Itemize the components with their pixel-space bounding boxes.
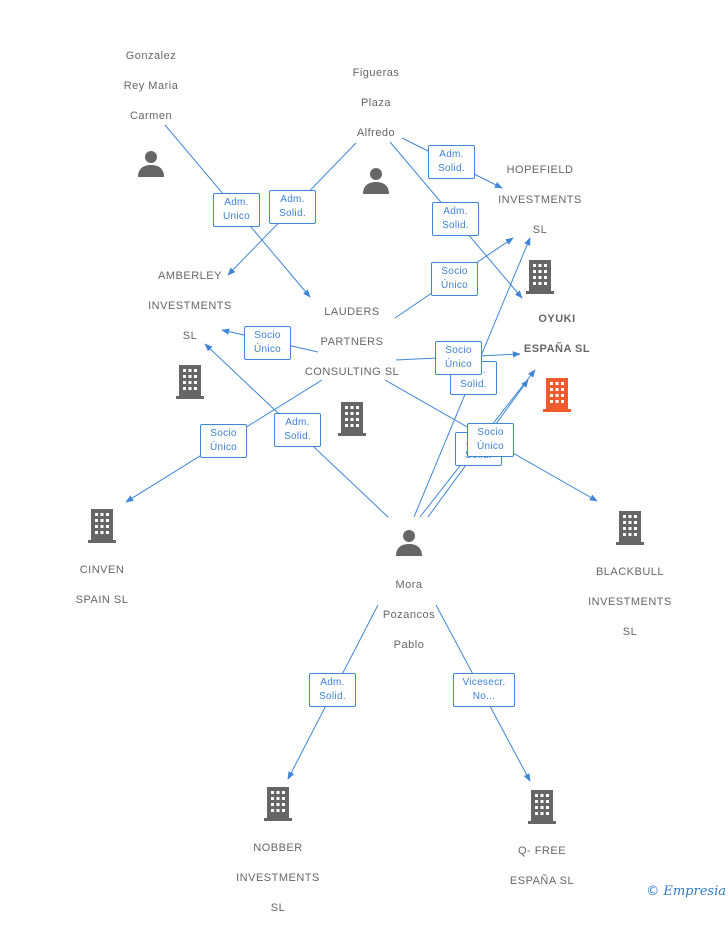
node-mora-label: Mora Pozancos Pablo: [382, 579, 436, 651]
node-amberley[interactable]: AMBERLEY INVESTMENTS SL: [138, 254, 242, 400]
edge-label-figueras-oyuki[interactable]: Adm.Solid.: [432, 202, 479, 236]
node-oyuki[interactable]: OYUKI ESPAÑA SL: [506, 297, 608, 413]
node-cinven-label: CINVEN SPAIN SL: [75, 564, 129, 606]
person-icon: [363, 168, 389, 194]
node-blackbull[interactable]: BLACKBULL INVESTMENTS SL: [578, 510, 682, 655]
node-figueras-label: Figueras Plaza Alfredo: [352, 67, 400, 139]
edge-label-mora-amberley[interactable]: Adm.Solid.: [274, 413, 321, 447]
node-hopefield-label: HOPEFIELD INVESTMENTS SL: [498, 164, 582, 236]
node-nobber[interactable]: NOBBER INVESTMENTS SL: [226, 786, 330, 931]
building-icon: [88, 509, 116, 543]
node-lauders[interactable]: LAUDERS PARTNERS CONSULTING SL: [296, 290, 408, 437]
building-icon: [528, 790, 556, 824]
node-blackbull-label: BLACKBULL INVESTMENTS SL: [588, 566, 672, 638]
copyright-icon: ©: [646, 884, 660, 899]
building-icon: [543, 378, 571, 412]
node-gonzalez[interactable]: Gonzalez Rey Maria Carmen: [100, 34, 202, 179]
building-icon: [176, 365, 204, 399]
node-cinven[interactable]: CINVEN SPAIN SL: [52, 508, 152, 623]
node-qfree[interactable]: Q- FREE ESPAÑA SL: [490, 789, 594, 904]
building-icon: [264, 787, 292, 821]
brand-logo[interactable]: © Empresia: [646, 884, 726, 899]
node-gonzalez-label: Gonzalez Rey Maria Carmen: [123, 50, 179, 122]
node-amberley-label: AMBERLEY INVESTMENTS SL: [148, 270, 232, 342]
node-oyuki-label: OYUKI ESPAÑA SL: [523, 313, 591, 355]
edge-label-figueras-hopefield[interactable]: Adm.Solid.: [428, 145, 475, 179]
person-icon: [396, 530, 422, 556]
node-lauders-label: LAUDERS PARTNERS CONSULTING SL: [304, 306, 400, 378]
node-figueras[interactable]: Figueras Plaza Alfredo: [325, 51, 427, 196]
person-icon: [138, 151, 164, 177]
brand-name: Empresia: [663, 884, 726, 899]
building-icon: [526, 260, 554, 294]
node-qfree-label: Q- FREE ESPAÑA SL: [509, 845, 575, 887]
edge-label-gonzalez-amberley[interactable]: Adm.Unico: [213, 193, 260, 227]
edge-label-mora-nobber[interactable]: Adm.Solid.: [309, 673, 356, 707]
node-hopefield[interactable]: HOPEFIELD INVESTMENTS SL: [488, 148, 592, 295]
edge-label-mora-qfree[interactable]: Vicesecr.No...: [453, 673, 515, 707]
node-mora[interactable]: Mora Pozancos Pablo: [358, 528, 460, 668]
node-nobber-label: NOBBER INVESTMENTS SL: [236, 842, 320, 914]
building-icon: [616, 511, 644, 545]
edge-label-figueras-lauders[interactable]: Adm.Solid.: [269, 190, 316, 224]
building-icon: [338, 402, 366, 436]
